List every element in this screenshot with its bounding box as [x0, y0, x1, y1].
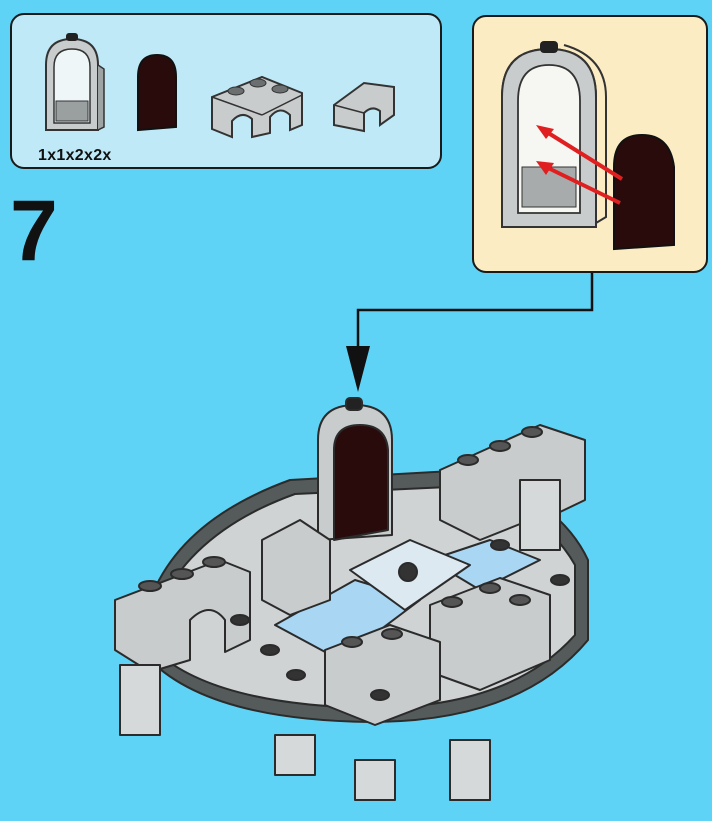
arch-brick-part-icon	[211, 75, 303, 139]
window-frame-part-icon	[45, 33, 105, 131]
door-icon	[613, 133, 675, 251]
step-number: 7	[10, 183, 58, 279]
callout-illustration	[501, 41, 675, 251]
parts-quantity-label: 1x1x2x2x	[38, 147, 112, 164]
window-frame-icon	[501, 41, 607, 228]
red-arrow-icon	[540, 127, 624, 205]
curved-arch-part-icon	[333, 81, 395, 133]
parts-list-panel: 1x1x2x2x	[10, 13, 442, 169]
castle-model-icon	[114, 397, 589, 801]
door-part-icon	[137, 53, 177, 132]
callout-connector-arrow-icon	[346, 273, 594, 392]
sub-assembly-callout	[472, 15, 708, 273]
parts-illustrations	[45, 33, 395, 139]
